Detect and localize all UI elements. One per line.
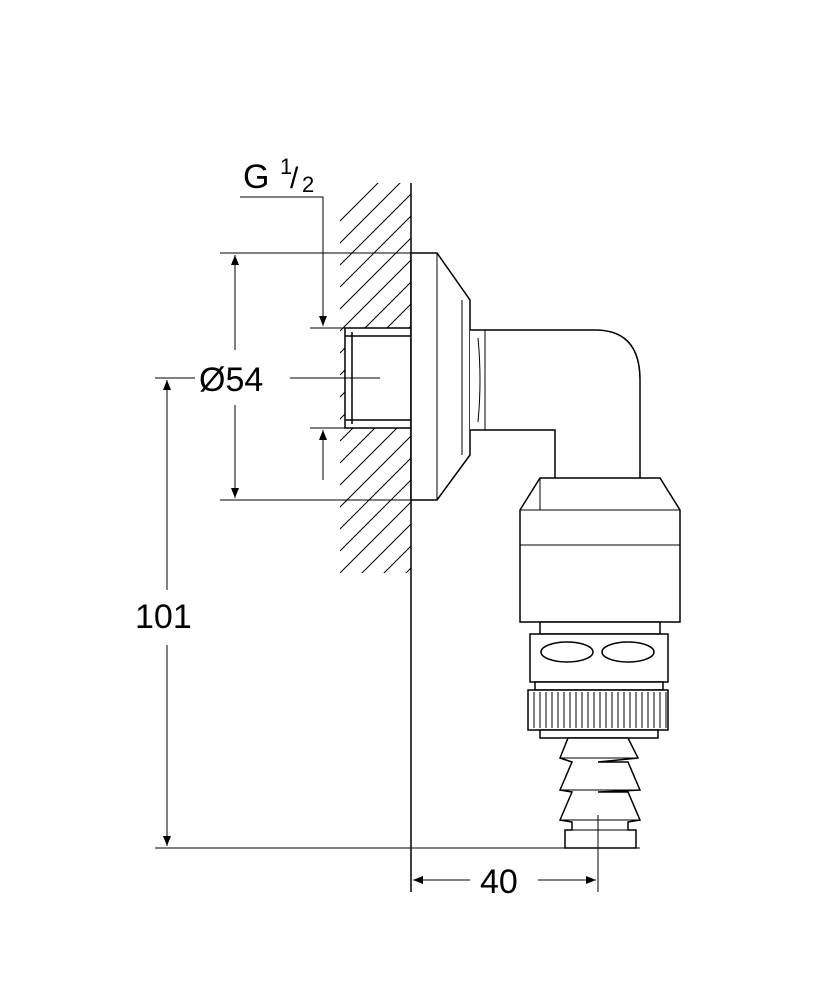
thread-fraction-num: 1 — [280, 154, 292, 179]
dimension-lines — [155, 196, 640, 884]
hatch-line — [340, 634, 411, 705]
hatch-line — [361, 523, 411, 573]
hatch-line — [340, 193, 411, 266]
quick-coupling-collar — [527, 621, 669, 739]
hatch-line — [340, 479, 411, 552]
hatch-line — [405, 567, 411, 573]
hatch-line — [340, 590, 411, 661]
coupling-nut — [519, 477, 681, 623]
thread-fraction-slash: / — [290, 162, 299, 195]
projection-label: 40 — [480, 863, 518, 901]
hatch-line — [383, 545, 411, 573]
thread-label: G — [243, 158, 269, 196]
hatch-line — [340, 435, 411, 508]
hatch-line — [340, 183, 379, 222]
hose-barb — [558, 737, 642, 849]
height-label: 101 — [135, 598, 192, 636]
hatch-line — [340, 237, 411, 310]
hatch-line — [340, 215, 411, 288]
diameter-label: Ø54 — [199, 361, 263, 399]
thread-fraction-den: 2 — [302, 172, 314, 197]
hatch-line — [340, 259, 411, 332]
hatch-line — [340, 457, 411, 530]
wall-flange — [410, 252, 471, 501]
hatch-line — [340, 501, 411, 573]
hatch-line — [340, 612, 411, 683]
hatch-line — [340, 183, 401, 244]
elbow-body — [470, 329, 641, 489]
